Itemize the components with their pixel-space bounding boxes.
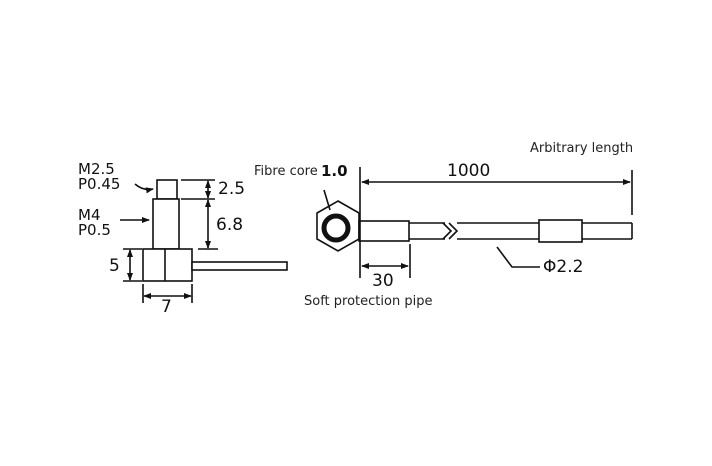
arbitrary-length-label: Arbitrary length	[530, 141, 634, 156]
cable-diameter: Φ2.2	[543, 257, 584, 277]
dim-pipe-length: 30	[372, 271, 394, 291]
fibre-core-value: 1.0	[321, 162, 348, 180]
thread-spec-mid: M4 P0.5	[78, 208, 111, 238]
thread-pitch-label: P0.5	[78, 221, 111, 239]
thread-spec-top: M2.5 P0.45	[78, 162, 120, 192]
soft-pipe-label: Soft protection pipe	[304, 294, 433, 309]
thread-size-label: M4	[78, 206, 101, 224]
fibre-core-label: Fibre core	[254, 164, 318, 179]
dim-thread-height: 6.8	[216, 215, 244, 235]
thread-pitch-label: P0.45	[78, 175, 121, 193]
dim-tip-height: 2.5	[218, 179, 246, 199]
side-view-probe	[142, 179, 288, 282]
hex-nut-and-cable	[316, 200, 633, 252]
thread-size-label: M2.5	[78, 160, 115, 178]
dim-total-length: 1000	[447, 161, 491, 181]
dim-base-width: 7	[161, 297, 172, 317]
dim-base-height: 5	[109, 256, 120, 276]
